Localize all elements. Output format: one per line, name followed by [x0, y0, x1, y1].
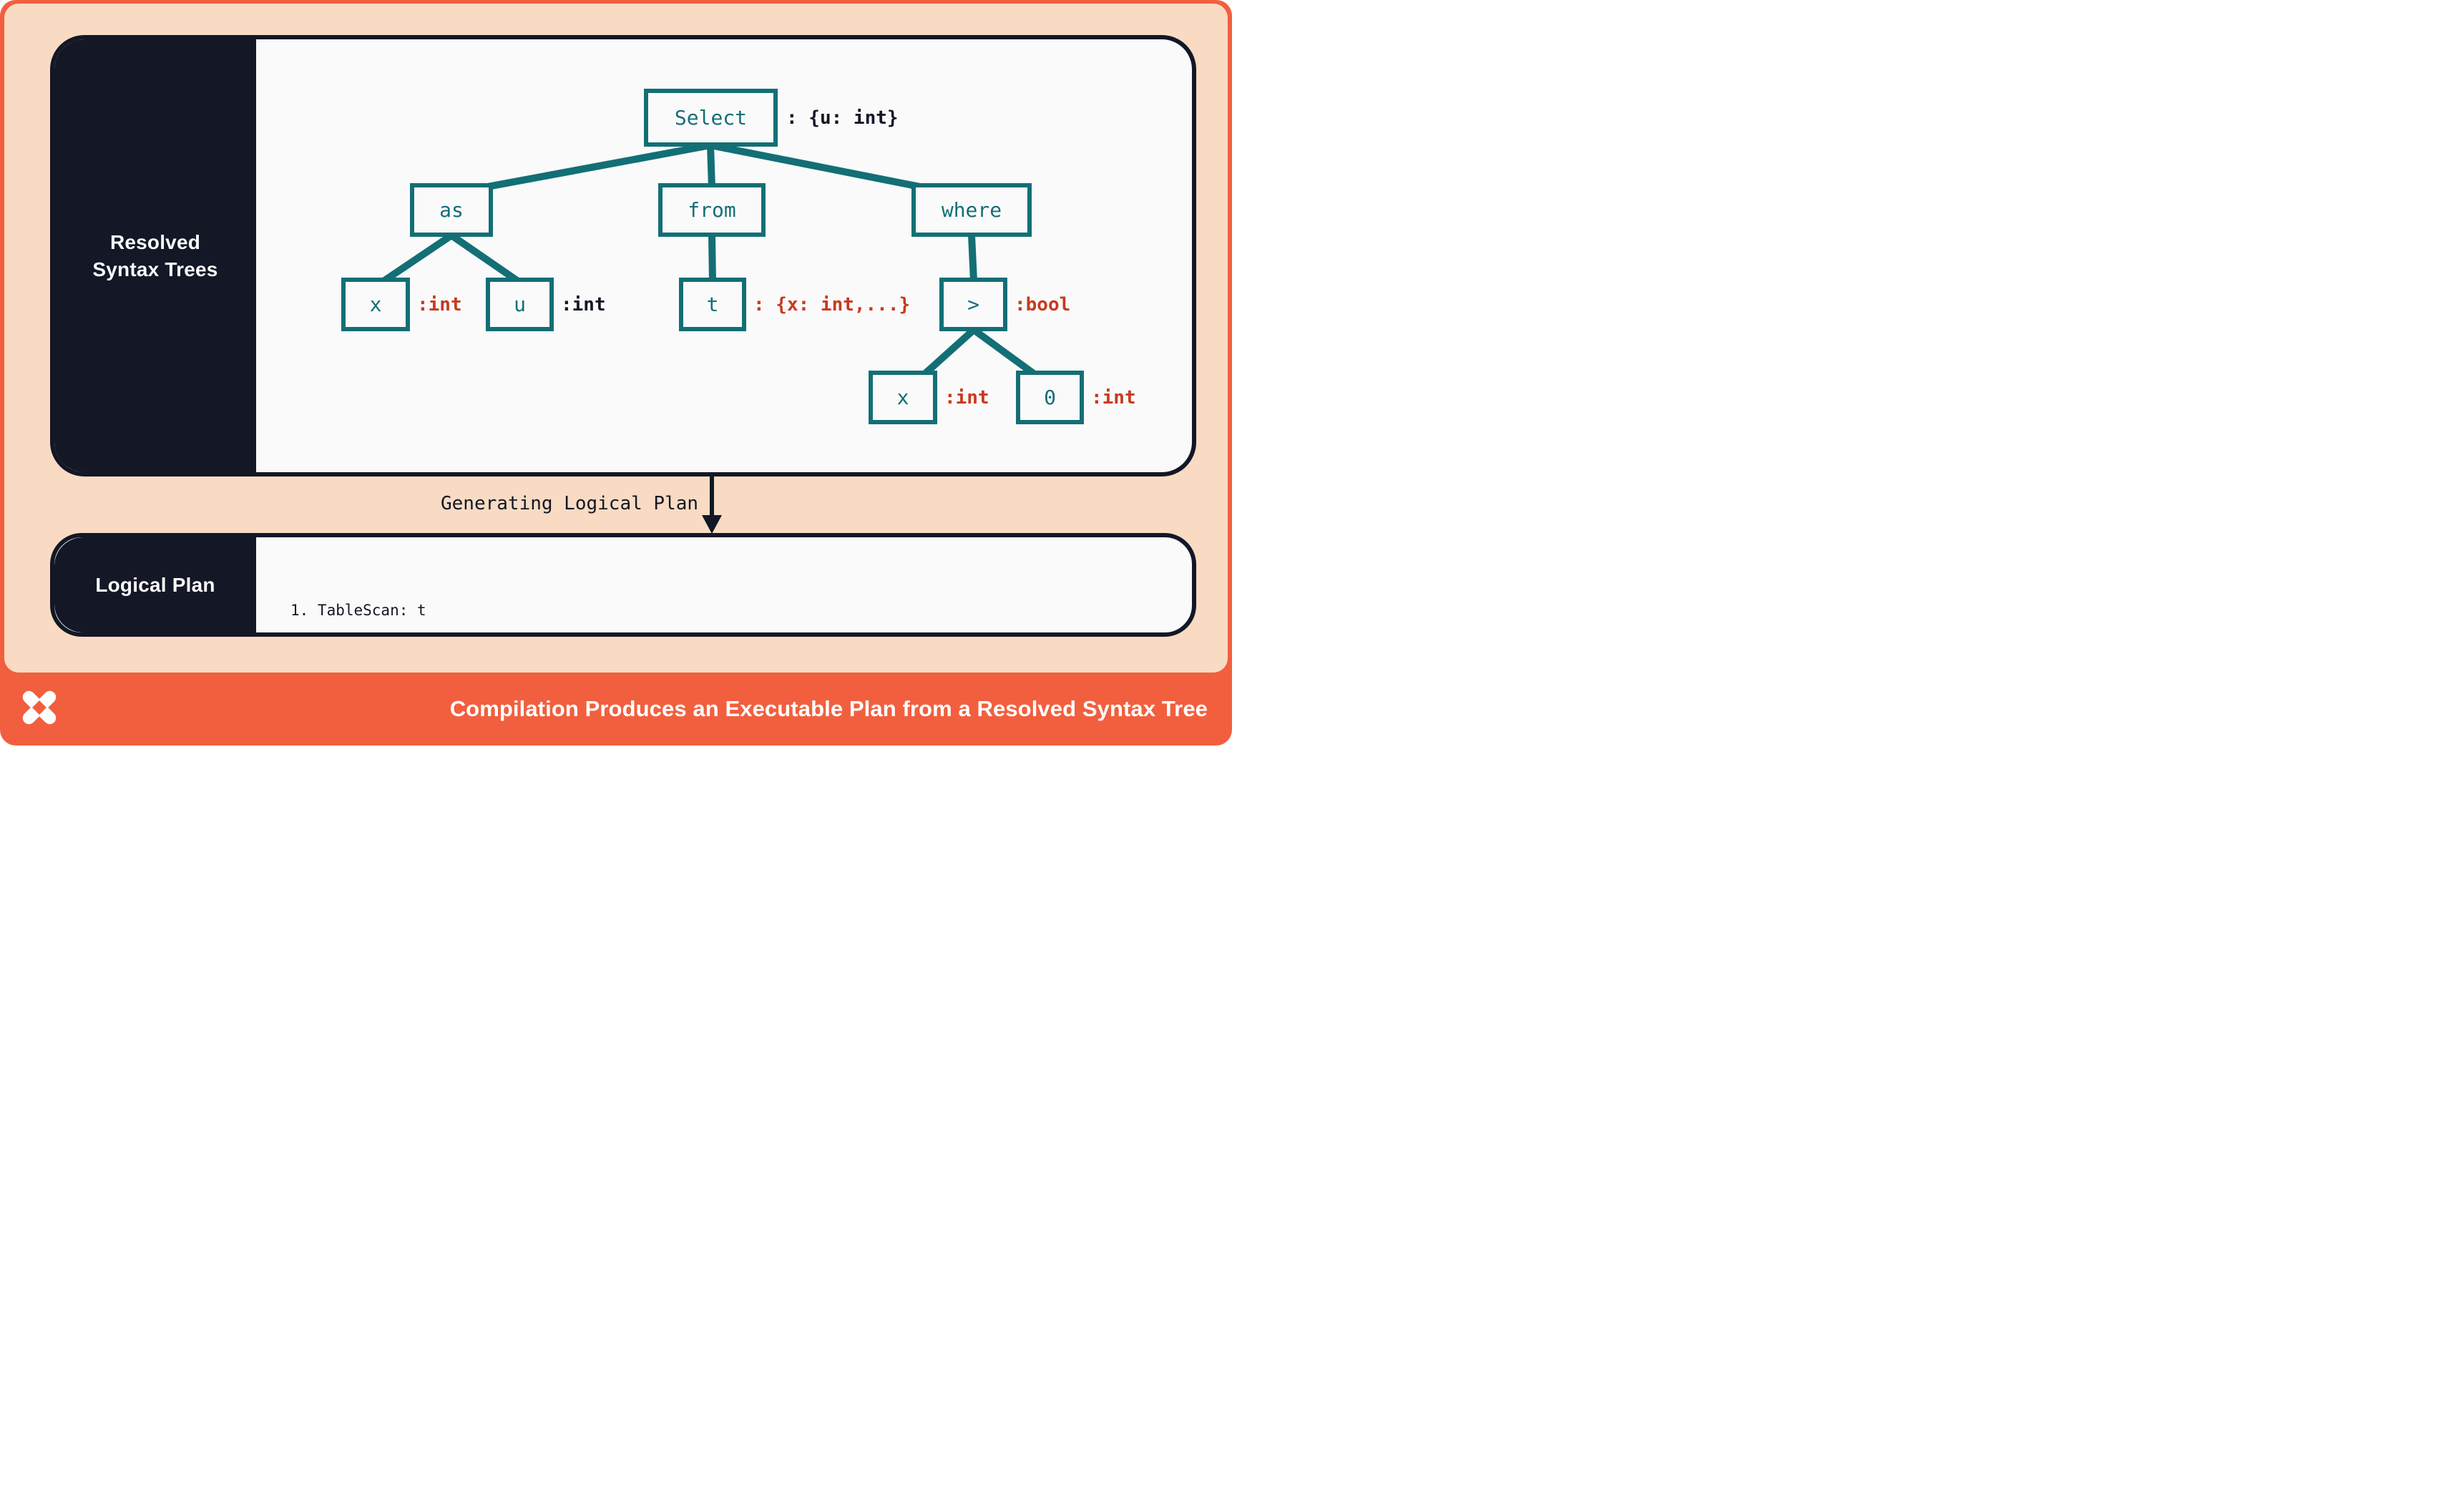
node-t-under-from-type: : {x: int,...}	[753, 293, 911, 316]
node-where-label: where	[941, 198, 1002, 222]
node-zero-under-gt-label: 0	[1044, 386, 1056, 409]
node-t-under-from: t	[679, 278, 746, 331]
logical-plan-sidebar: Logical Plan	[54, 537, 256, 632]
node-u-under-as-label: u	[514, 293, 526, 316]
logical-plan-steps: 1. TableScan: t 2. Filter: t.x > 0 3. Pr…	[290, 546, 499, 632]
node-x-under-gt: x	[869, 371, 937, 424]
node-greater-than-type: :bool	[1015, 293, 1071, 316]
syntax-tree-canvas: Select : {u: int} as from where x :int u	[54, 39, 1192, 472]
dolt-logo-icon	[22, 690, 57, 725]
node-greater-than-label: >	[967, 293, 979, 316]
node-as: as	[410, 183, 493, 237]
resolved-sidebar-label-line2: Syntax Trees	[92, 258, 218, 280]
arrow-down-icon	[702, 474, 722, 534]
node-as-label: as	[439, 198, 464, 222]
node-select: Select	[644, 89, 778, 147]
node-x-under-gt-label: x	[896, 386, 909, 409]
node-u-under-as: u	[486, 278, 554, 331]
node-x-under-as-label: x	[369, 293, 382, 316]
resolved-panel-sidebar: Resolved Syntax Trees	[54, 39, 256, 472]
logical-plan-sidebar-label: Logical Plan	[95, 573, 215, 596]
footer-title: Compilation Produces an Executable Plan …	[449, 696, 1208, 721]
node-u-under-as-type: :int	[561, 293, 606, 316]
node-greater-than: >	[939, 278, 1007, 331]
node-x-under-as: x	[341, 278, 410, 331]
logical-plan-panel: Logical Plan 1. TableScan: t 2. Filter: …	[50, 533, 1196, 637]
node-x-under-gt-type: :int	[944, 386, 989, 409]
node-zero-under-gt-type: :int	[1091, 386, 1136, 409]
resolved-syntax-trees-panel: Resolved Syntax Trees Select	[50, 35, 1196, 476]
tree-edges	[381, 142, 1037, 378]
node-t-under-from-label: t	[706, 293, 719, 316]
logical-plan-step: 1. TableScan: t	[290, 602, 426, 619]
node-from-label: from	[688, 198, 736, 222]
node-select-type: : {u: int}	[786, 107, 899, 129]
node-select-label: Select	[674, 106, 748, 129]
node-zero-under-gt: 0	[1016, 371, 1084, 424]
infographic-frame: Resolved Syntax Trees Select	[0, 0, 1232, 746]
resolved-sidebar-label-line1: Resolved	[109, 230, 201, 253]
node-x-under-as-type: :int	[417, 293, 462, 316]
node-where: where	[911, 183, 1032, 237]
transition-label: Generating Logical Plan	[441, 493, 699, 514]
node-from: from	[658, 183, 766, 237]
